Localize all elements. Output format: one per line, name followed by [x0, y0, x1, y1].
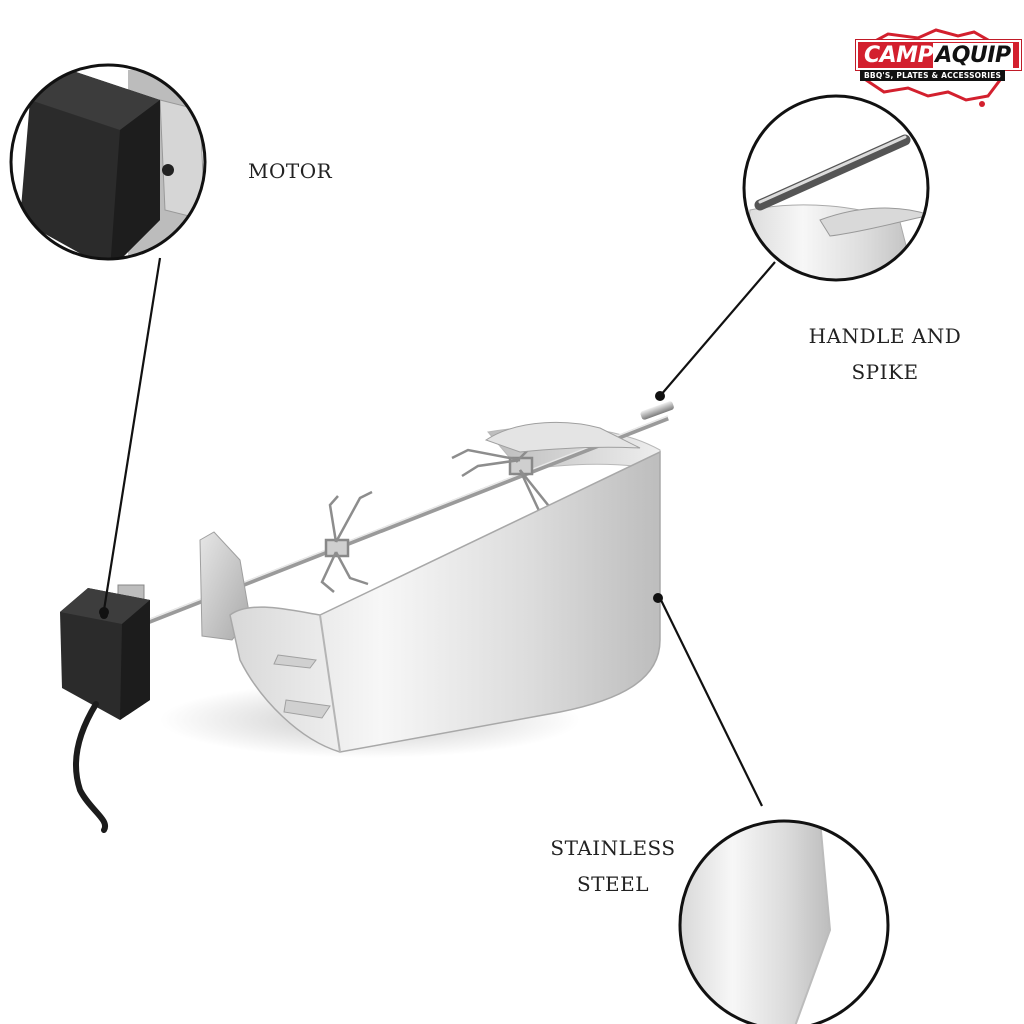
callout-dot-handle	[655, 391, 665, 401]
logo-tagline: BBQ'S, PLATES & ACCESSORIES	[860, 70, 1006, 81]
motor-unit	[60, 584, 150, 720]
callout-lines	[102, 257, 776, 807]
cradle-right-flap	[484, 421, 641, 453]
power-cord	[73, 701, 109, 833]
brand-logo: CAMPAQUIP BBQ'S, PLATES & ACCESSORIES	[848, 26, 1021, 110]
callout-dot-motor	[99, 607, 109, 617]
rotisserie-fork-left	[320, 490, 373, 593]
spit-handle	[640, 401, 674, 420]
motor-label: MOTOR	[248, 159, 333, 183]
zoom-motor	[9, 63, 207, 261]
cradle-body	[229, 450, 661, 753]
zoom-steel	[678, 819, 890, 1024]
handle-spike-label: HANDLE AND SPIKE	[808, 324, 962, 384]
stainless-steel-label: STAINLESS STEEL	[550, 836, 676, 896]
logo-wordmark: CAMPAQUIP	[856, 40, 1021, 70]
callout-dot-steel	[653, 593, 663, 603]
